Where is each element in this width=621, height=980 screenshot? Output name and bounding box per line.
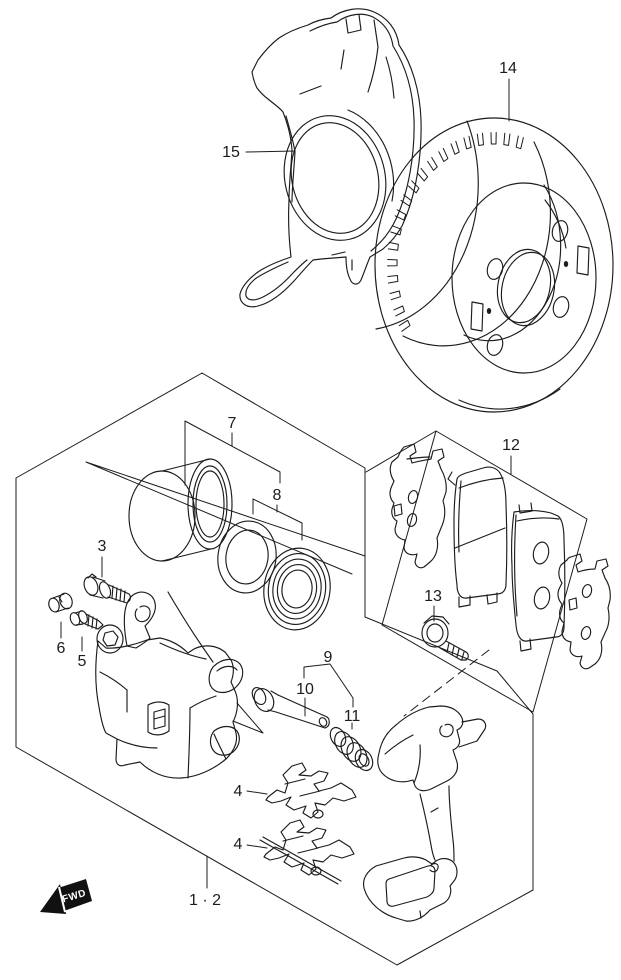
fwd-marker: FWD: [40, 879, 92, 914]
callout-12: 12: [502, 437, 520, 454]
brake-pad-outer: [511, 502, 566, 652]
pad-mounting-bolt: [421, 615, 469, 661]
union-bolt: [69, 610, 104, 630]
caliper-carrier-bracket: [362, 705, 487, 922]
piston-seal-set: [217, 520, 331, 631]
callout-3: 3: [98, 538, 107, 555]
callout-14: 14: [499, 60, 517, 77]
group-box-caliper-assembly: [15, 372, 534, 966]
disc-hub-hole: [500, 251, 556, 327]
bolt-alignment-dashed-line: [403, 649, 490, 717]
callout-11: 11: [344, 708, 361, 725]
disc-bolt-hole: [551, 220, 569, 242]
disc-bolt-hole: [486, 334, 504, 356]
leader-4-lower: [246, 844, 268, 849]
disc-bolt-hole: [486, 258, 504, 280]
disc-bolt-hole: [552, 296, 570, 318]
callout-5: 5: [78, 653, 87, 670]
disc-slot: [576, 245, 590, 276]
disc-slot: [470, 301, 484, 332]
callout-4-upper: 4: [234, 783, 243, 800]
bleeder-cap: [48, 592, 73, 613]
bracket-7: [184, 420, 281, 486]
pad-spring-lower: [259, 819, 355, 885]
brake-pad-inner: [447, 466, 508, 608]
brake-pad-set: [389, 443, 611, 670]
group-box-brake-pads: [365, 430, 588, 713]
callout-15: 15: [222, 144, 240, 161]
guide-pin-boot: [329, 726, 374, 772]
callout-1-2: 1 · 2: [189, 892, 221, 909]
callout-7: 7: [228, 415, 237, 432]
callout-leaders: [60, 78, 512, 889]
explode-indicator-wedges: [85, 461, 366, 734]
leader-4-upper: [246, 790, 268, 795]
pad-shim-outer-right: [557, 553, 611, 670]
leader-15: [245, 150, 296, 153]
callout-6: 6: [57, 640, 66, 657]
callout-8: 8: [273, 487, 282, 504]
callout-4-lower: 4: [234, 836, 243, 853]
caliper-piston: [128, 458, 233, 562]
fwd-arrow-body: [58, 879, 92, 911]
splash-shield: [239, 8, 422, 308]
caliper-guide-pin: [251, 686, 330, 729]
disc-vent-notches: [387, 132, 524, 332]
caliper-body: [95, 591, 244, 779]
pad-spring-upper: [265, 762, 357, 819]
bleeder-screw: [83, 573, 131, 604]
pad-shim-outer-left: [389, 443, 447, 569]
bracket-9: [303, 663, 354, 708]
callout-9: 9: [324, 649, 333, 666]
callout-labels: 15 14 7 8 3 6 5 9 10 11 12 13 4 4 1 · 2: [57, 60, 520, 909]
callout-13: 13: [424, 588, 442, 605]
callout-10: 10: [296, 681, 314, 698]
brake-disc: [374, 117, 614, 413]
